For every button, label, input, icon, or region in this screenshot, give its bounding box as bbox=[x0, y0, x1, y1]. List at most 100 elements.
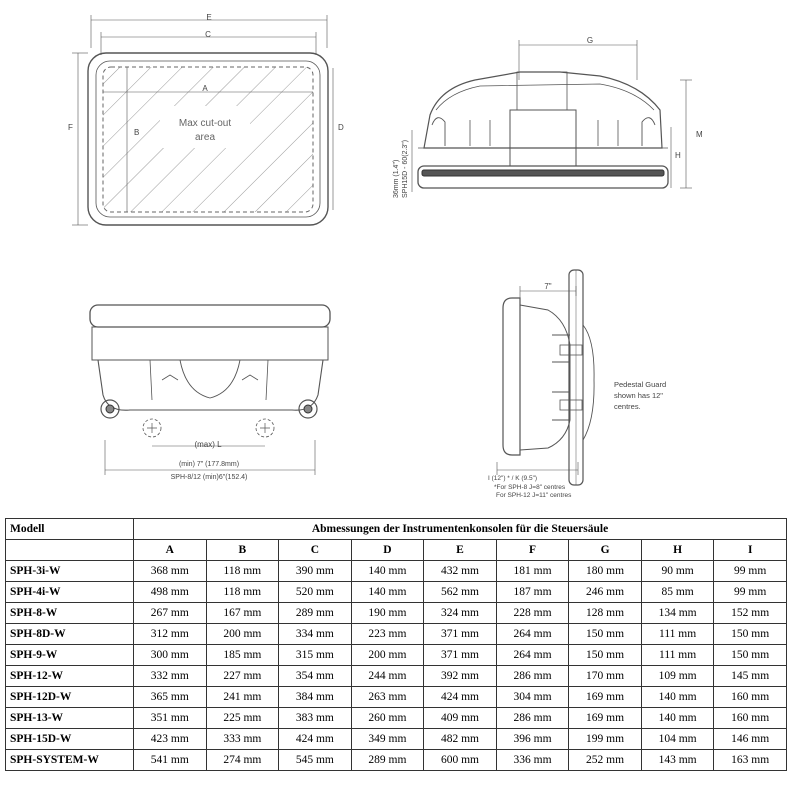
model-name-cell: SPH-13-W bbox=[5, 707, 134, 729]
blank-header-cell bbox=[5, 539, 134, 561]
dimension-value-cell: 371 mm bbox=[423, 644, 497, 666]
dimension-value-cell: 315 mm bbox=[278, 644, 352, 666]
dimension-value-cell: 392 mm bbox=[423, 665, 497, 687]
drawing-linework bbox=[72, 15, 692, 486]
centres-note-2: For SPH-12 J=11" centres bbox=[496, 492, 572, 499]
dimension-value-cell: 185 mm bbox=[205, 644, 280, 666]
dimension-value-cell: 170 mm bbox=[568, 665, 642, 687]
dimension-value-cell: 90 mm bbox=[640, 560, 715, 582]
dimension-value-cell: 227 mm bbox=[205, 665, 280, 687]
dimension-label-g: G bbox=[586, 36, 594, 45]
dimension-value-cell: 384 mm bbox=[278, 686, 352, 708]
dimension-value-cell: 140 mm bbox=[640, 707, 715, 729]
dimension-value-cell: 390 mm bbox=[278, 560, 352, 582]
dimension-value-cell: 169 mm bbox=[568, 707, 642, 729]
column-header: E bbox=[423, 539, 497, 561]
dimension-value-cell: 562 mm bbox=[423, 581, 497, 603]
dimension-value-cell: 424 mm bbox=[423, 686, 497, 708]
dimension-value-cell: 351 mm bbox=[133, 707, 207, 729]
dimension-label-min-2: SPH-8/12 (min)6"(152.4) bbox=[170, 474, 248, 481]
dimension-value-cell: 104 mm bbox=[640, 728, 715, 750]
bottom-view bbox=[89, 304, 331, 475]
dimension-value-cell: 264 mm bbox=[495, 644, 570, 666]
table-title: Abmessungen der Instrumentenkonsolen für… bbox=[133, 518, 787, 540]
dimension-value-cell: 545 mm bbox=[278, 749, 352, 771]
dimension-label-max-l: (max) L bbox=[194, 440, 222, 449]
dimension-value-cell: 324 mm bbox=[423, 602, 497, 624]
dimension-value-cell: 128 mm bbox=[568, 602, 642, 624]
model-name-cell: SPH-SYSTEM-W bbox=[5, 749, 134, 771]
model-name-cell: SPH-8-W bbox=[5, 602, 134, 624]
dimension-value-cell: 274 mm bbox=[205, 749, 280, 771]
dimension-label-min-1: (min) 7" (177.8mm) bbox=[178, 461, 240, 468]
dimension-label-i-k: I (12") * / K (9.5") bbox=[488, 475, 538, 482]
vertical-dimension-1: 36mm (1.4") bbox=[393, 159, 400, 198]
dimension-value-cell: 200 mm bbox=[205, 623, 280, 645]
dimension-label-f: F bbox=[68, 123, 73, 132]
model-name-cell: SPH-8D-W bbox=[5, 623, 134, 645]
cutout-label-line1: Max cut-out bbox=[178, 118, 232, 129]
dimension-value-cell: 246 mm bbox=[568, 581, 642, 603]
dimension-value-cell: 482 mm bbox=[423, 728, 497, 750]
dimension-value-cell: 150 mm bbox=[568, 644, 642, 666]
dimension-value-cell: 409 mm bbox=[423, 707, 497, 729]
dimension-value-cell: 424 mm bbox=[278, 728, 352, 750]
dimension-label-7in: 7" bbox=[544, 282, 552, 291]
model-name-cell: SPH-12D-W bbox=[5, 686, 134, 708]
model-name-cell: SPH-15D-W bbox=[5, 728, 134, 750]
dimension-value-cell: 146 mm bbox=[713, 728, 787, 750]
dimension-value-cell: 300 mm bbox=[133, 644, 207, 666]
dimension-value-cell: 333 mm bbox=[205, 728, 280, 750]
dimension-label-b: B bbox=[134, 128, 140, 137]
dimension-value-cell: 336 mm bbox=[495, 749, 570, 771]
table-column-header-row: A B C D E F G H I bbox=[5, 539, 787, 561]
dimension-value-cell: 111 mm bbox=[640, 623, 715, 645]
column-header: F bbox=[495, 539, 570, 561]
column-header: D bbox=[350, 539, 425, 561]
dimension-value-cell: 286 mm bbox=[495, 707, 570, 729]
column-header: A bbox=[133, 539, 207, 561]
model-name-cell: SPH-12-W bbox=[5, 665, 134, 687]
dimension-value-cell: 190 mm bbox=[350, 602, 425, 624]
side-view bbox=[411, 40, 692, 192]
cutout-label-line2: area bbox=[194, 132, 216, 143]
dimension-value-cell: 241 mm bbox=[205, 686, 280, 708]
dimension-value-cell: 286 mm bbox=[495, 665, 570, 687]
dimension-value-cell: 118 mm bbox=[205, 560, 280, 582]
dimension-value-cell: 312 mm bbox=[133, 623, 207, 645]
dimension-value-cell: 252 mm bbox=[568, 749, 642, 771]
dimension-value-cell: 167 mm bbox=[205, 602, 280, 624]
centres-note-1: *For SPH-8 J=8" centres bbox=[494, 484, 566, 491]
dimension-value-cell: 111 mm bbox=[640, 644, 715, 666]
dimension-value-cell: 160 mm bbox=[713, 707, 787, 729]
dimension-label-c: C bbox=[205, 30, 211, 39]
model-name-cell: SPH-9-W bbox=[5, 644, 134, 666]
dimension-label-d: D bbox=[338, 123, 344, 132]
dimension-value-cell: 223 mm bbox=[350, 623, 425, 645]
dimension-value-cell: 334 mm bbox=[278, 623, 352, 645]
pedestal-view bbox=[496, 269, 595, 486]
dimension-value-cell: 263 mm bbox=[350, 686, 425, 708]
dimension-value-cell: 225 mm bbox=[205, 707, 280, 729]
dimension-value-cell: 289 mm bbox=[278, 602, 352, 624]
dimension-value-cell: 520 mm bbox=[278, 581, 352, 603]
dimension-value-cell: 145 mm bbox=[713, 665, 787, 687]
model-name-cell: SPH-4i-W bbox=[5, 581, 134, 603]
dimension-value-cell: 332 mm bbox=[133, 665, 207, 687]
technical-drawings: E C A B D F Max cut-out area G M H 36mm … bbox=[68, 14, 703, 499]
dimension-value-cell: 600 mm bbox=[423, 749, 497, 771]
dimension-value-cell: 134 mm bbox=[640, 602, 715, 624]
dimension-value-cell: 432 mm bbox=[423, 560, 497, 582]
column-header: H bbox=[640, 539, 715, 561]
table-title-row: Modell Abmessungen der Instrumentenkonso… bbox=[5, 518, 787, 540]
dimension-value-cell: 383 mm bbox=[278, 707, 352, 729]
